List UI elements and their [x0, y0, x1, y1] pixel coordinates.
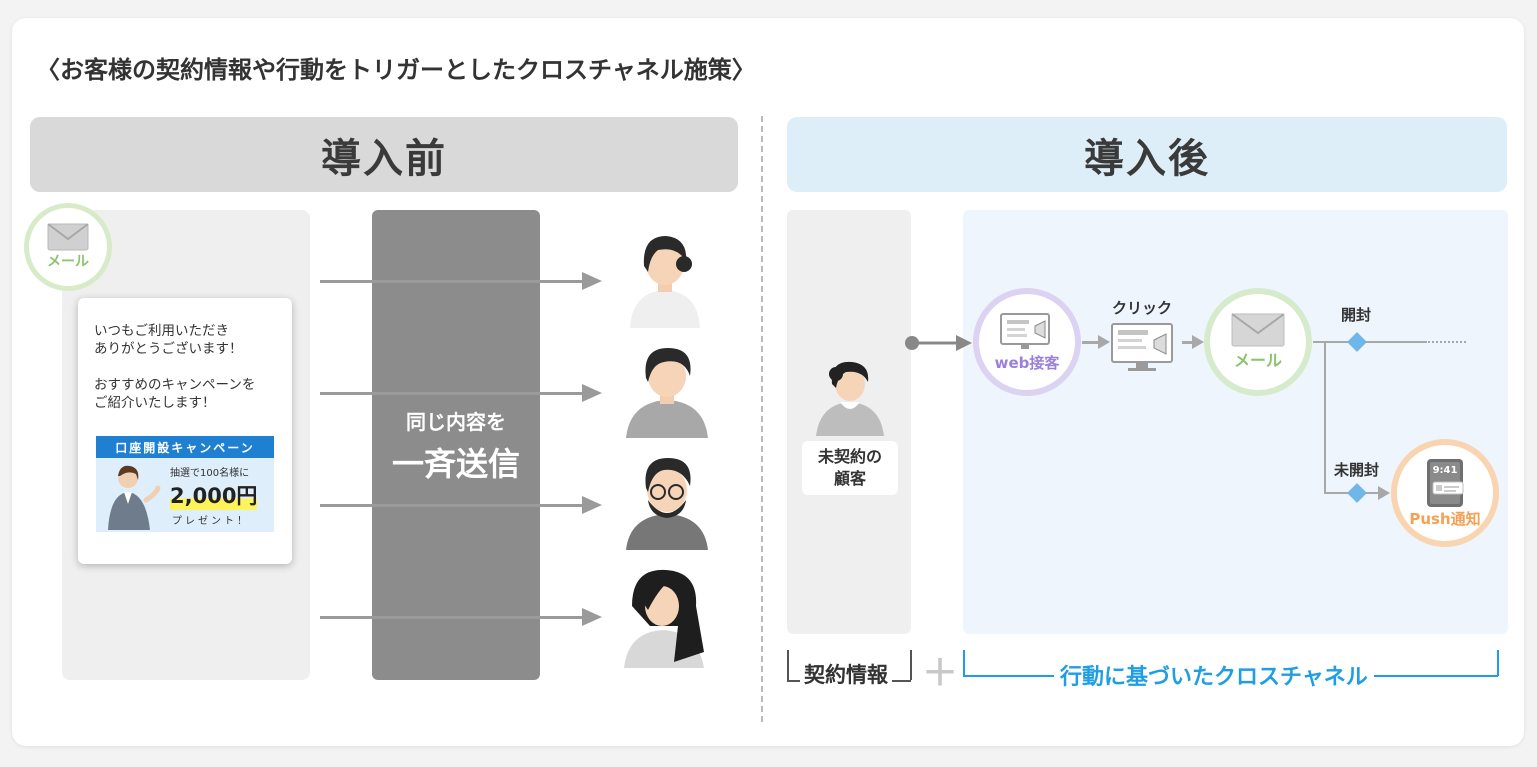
flow-line — [1082, 341, 1100, 344]
customer-glasses-man-icon — [626, 458, 708, 550]
arrow-head-icon — [582, 496, 602, 514]
send-arrow-line — [320, 616, 582, 619]
arrow-head-icon — [1378, 486, 1390, 500]
push-notification-badge: 9:41 Push通知 — [1391, 439, 1499, 547]
mail-channel-badge: メール — [24, 203, 112, 291]
send-arrow-line — [320, 504, 582, 507]
trigger-arrow — [905, 335, 972, 351]
continuation-dots — [1428, 341, 1466, 343]
mail-channel-label: メール — [1233, 351, 1282, 370]
unsigned-customer-label: 未契約の 顧客 — [802, 441, 898, 495]
branch-vertical-line — [1324, 341, 1326, 493]
customer-label-line2: 顧客 — [833, 469, 866, 488]
arrow-head-icon — [582, 608, 602, 626]
flow-line — [1182, 341, 1194, 344]
contract-info-label: 契約情報 — [800, 659, 892, 689]
customer-woman-longhair-icon — [624, 569, 704, 668]
mail-line: ありがとうございます！ — [94, 341, 243, 357]
campaign-amount: 2,000円 — [170, 480, 258, 510]
envelope-icon — [1231, 313, 1285, 347]
businesswoman-illustration — [108, 465, 161, 530]
click-label: クリック — [1112, 299, 1173, 317]
send-arrow-line — [320, 280, 582, 283]
after-header: 導入後 — [787, 117, 1507, 192]
mail-line-spacer — [94, 358, 284, 376]
mail-body: いつもご利用いただき ありがとうございます！ おすすめのキャンペーンを ご紹介い… — [94, 322, 284, 412]
blue-bracket-left-edge — [963, 650, 965, 676]
opened-label: 開封 — [1341, 306, 1372, 324]
mail-channel-badge: メール — [1204, 288, 1312, 396]
bracket-left-edge — [787, 650, 789, 680]
phone-time: 9:41 — [1432, 464, 1458, 476]
click-monitor-icon — [1111, 323, 1173, 371]
monitor-megaphone-icon — [1000, 312, 1050, 349]
web-engagement-badge: web接客 — [973, 288, 1081, 396]
envelope-icon — [47, 223, 89, 251]
push-notification-label: Push通知 — [1409, 509, 1481, 528]
arrow-head-icon — [582, 384, 602, 402]
bulk-send-bar: 同じ内容を 一斉送信 — [372, 210, 540, 680]
customer-man-icon — [626, 348, 708, 438]
bulk-send-line2: 一斉送信 — [391, 444, 520, 483]
bulk-send-line1: 同じ内容を — [406, 409, 506, 434]
page-title: 〈お客様の契約情報や行動をトリガーとしたクロスチャネル施策〉 — [36, 56, 756, 84]
plus-sign: ＋ — [922, 653, 959, 694]
mail-line: ご紹介いたします！ — [94, 395, 216, 411]
mail-line: おすすめのキャンペーンを — [94, 377, 256, 393]
send-arrow-line — [320, 392, 582, 395]
blue-bracket-right-edge — [1497, 650, 1499, 676]
bracket-right-edge — [910, 650, 912, 680]
mail-line: いつもご利用いただき — [94, 323, 229, 339]
campaign-heading: 口座開設キャンペーン — [96, 436, 274, 458]
campaign-banner: 口座開設キャンペーン 抽選で100名様に 2,000円 プレゼント！ — [96, 436, 274, 532]
customer-label-line1: 未契約の — [817, 447, 882, 466]
customer-woman-bun-icon — [630, 236, 700, 328]
arrow-head-icon — [1192, 335, 1204, 349]
cross-channel-label: 行動に基づいたクロスチャネル — [1054, 659, 1374, 691]
arrow-head-icon — [1098, 335, 1110, 349]
customer-woman-icon — [816, 361, 884, 436]
unopened-label: 未開封 — [1334, 461, 1380, 479]
smartphone-icon: 9:41 — [1423, 458, 1467, 508]
smartphone-body-icon — [1427, 458, 1464, 507]
arrow-head-icon — [582, 272, 602, 290]
web-engagement-label: web接客 — [994, 353, 1060, 372]
before-header: 導入前 — [30, 117, 738, 192]
campaign-present: プレゼント！ — [172, 516, 250, 527]
campaign-subtext: 抽選で100名様に — [170, 468, 250, 479]
cross-channel-panel — [963, 210, 1508, 634]
opened-flow-line — [1313, 341, 1427, 343]
mail-channel-label: メール — [47, 254, 89, 270]
section-divider — [761, 116, 763, 722]
